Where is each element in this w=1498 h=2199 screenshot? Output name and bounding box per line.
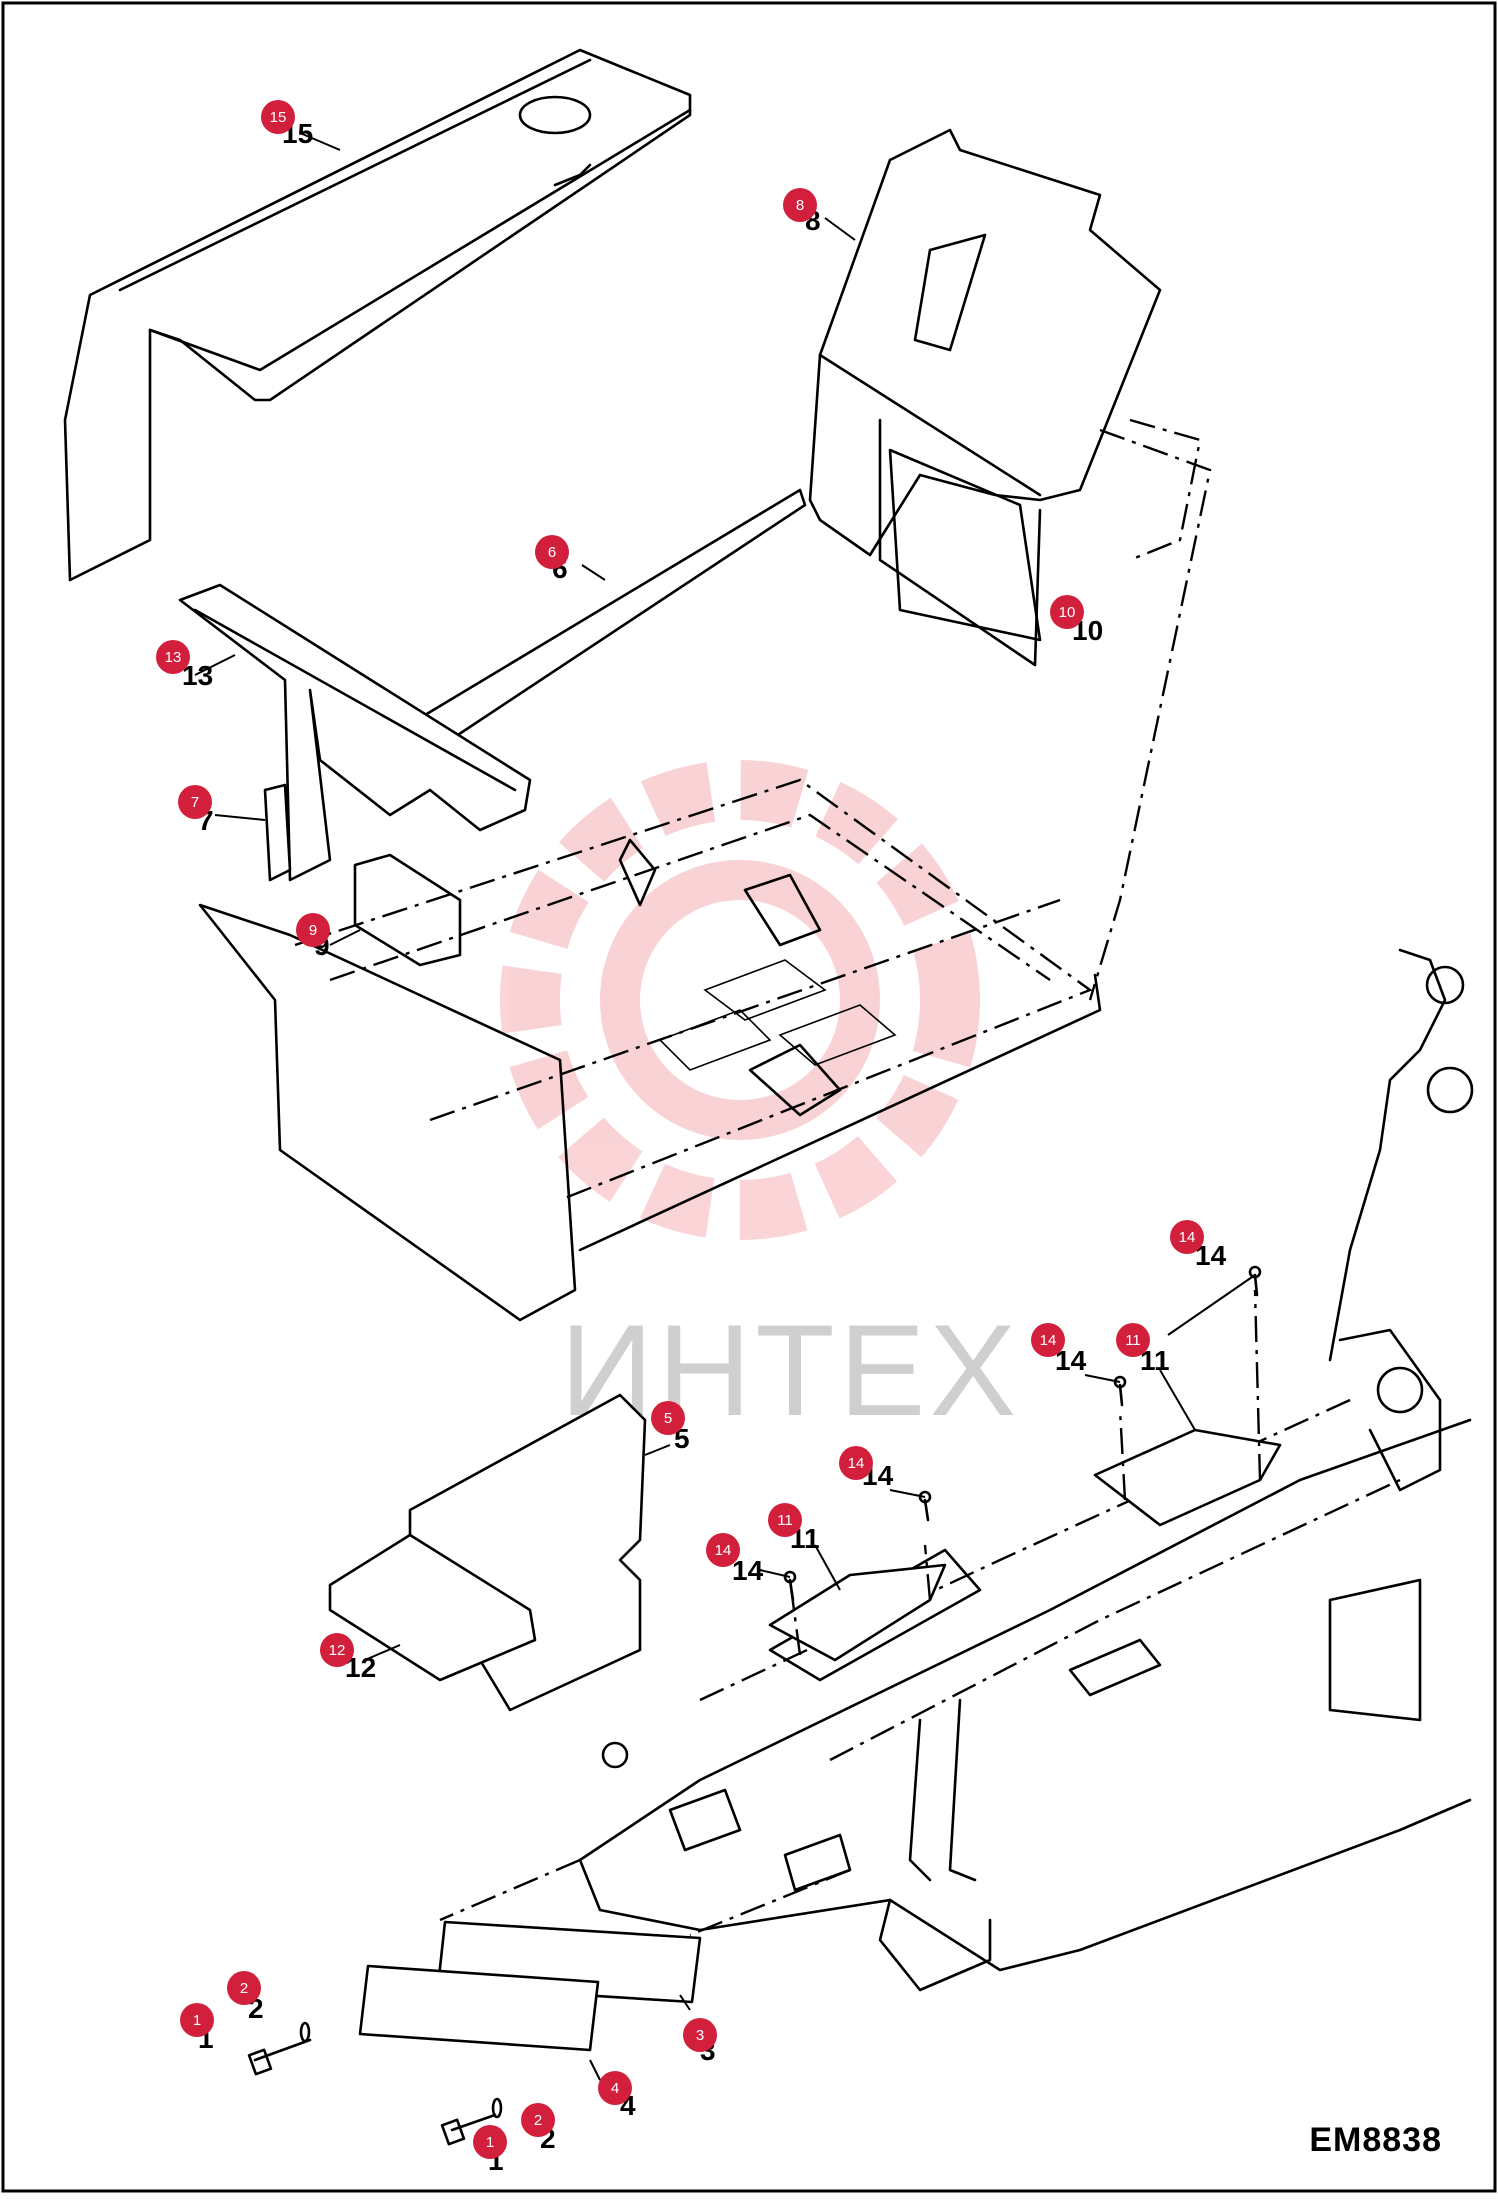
svg-text:4: 4 [611, 2080, 619, 2097]
svg-text:14: 14 [715, 1542, 732, 1559]
callout-marker-8[interactable]: 8 [783, 188, 817, 222]
svg-text:11: 11 [777, 1512, 793, 1529]
callout-marker-14c[interactable]: 14 [839, 1446, 873, 1480]
callout-marker-13[interactable]: 13 [156, 640, 190, 674]
callout-marker-2b[interactable]: 2 [521, 2103, 555, 2137]
callout-marker-5[interactable]: 5 [651, 1401, 685, 1435]
watermark-gear-logo [500, 760, 980, 1240]
part-5-12-seat-pad [328, 1393, 647, 1712]
callout-marker-3[interactable]: 3 [683, 2018, 717, 2052]
parts-3-4-cover-plates [358, 1858, 851, 2052]
diagram-code: EM8838 [1309, 2121, 1442, 2159]
callout-marker-7[interactable]: 7 [178, 785, 212, 819]
svg-text:2: 2 [240, 1980, 248, 1997]
svg-text:6: 6 [548, 544, 556, 561]
part-8-rear-panel [808, 128, 1212, 1001]
part-9-pad [353, 853, 462, 967]
part-15-top-cover [63, 48, 692, 582]
callout-marker-2a[interactable]: 2 [227, 1971, 261, 2005]
svg-text:9: 9 [309, 922, 317, 939]
part-7-bracket [263, 783, 292, 882]
callout-marker-12[interactable]: 12 [320, 1633, 354, 1667]
callout-marker-11b[interactable]: 11 [768, 1503, 802, 1537]
parts-1-2-bolts-washers [247, 2021, 503, 2146]
callout-marker-1b[interactable]: 1 [473, 2125, 507, 2159]
label-14d: 14 [732, 1555, 764, 1586]
svg-text:12: 12 [329, 1642, 346, 1659]
callout-marker-14d[interactable]: 14 [706, 1533, 740, 1567]
callout-marker-4[interactable]: 4 [598, 2071, 632, 2105]
svg-text:7: 7 [191, 794, 199, 811]
svg-text:2: 2 [534, 2112, 542, 2129]
callout-marker-6[interactable]: 6 [535, 535, 569, 569]
callout-marker-11a[interactable]: 11 [1116, 1323, 1150, 1357]
svg-text:13: 13 [165, 649, 182, 666]
svg-text:10: 10 [1059, 604, 1076, 621]
svg-text:8: 8 [796, 197, 804, 214]
callout-marker-1a[interactable]: 1 [180, 2003, 214, 2037]
floor-tub [198, 778, 1102, 1322]
svg-text:15: 15 [270, 109, 287, 126]
callout-marker-14b[interactable]: 14 [1031, 1323, 1065, 1357]
callout-marker-14a[interactable]: 14 [1170, 1220, 1204, 1254]
svg-text:3: 3 [696, 2027, 704, 2044]
svg-text:1: 1 [486, 2134, 494, 2151]
leader-lines [194, 132, 1256, 2081]
svg-text:14: 14 [848, 1455, 865, 1472]
part-14-screws [783, 1265, 1262, 1602]
svg-text:11: 11 [1125, 1332, 1141, 1349]
svg-text:5: 5 [664, 1410, 672, 1427]
red-callout-markers: 15 8 6 10 13 7 9 14 14 11 5 14 11 14 12 … [156, 100, 1204, 2159]
callout-marker-9[interactable]: 9 [296, 913, 330, 947]
part-13-side-bracket [178, 583, 532, 882]
part-10-panel [888, 448, 1042, 642]
svg-text:1: 1 [193, 2012, 201, 2029]
svg-text:14: 14 [1040, 1332, 1057, 1349]
callout-marker-10[interactable]: 10 [1050, 595, 1084, 629]
svg-text:14: 14 [1179, 1229, 1196, 1246]
callout-marker-15[interactable]: 15 [261, 100, 295, 134]
part-6-cross-beam [398, 488, 807, 762]
